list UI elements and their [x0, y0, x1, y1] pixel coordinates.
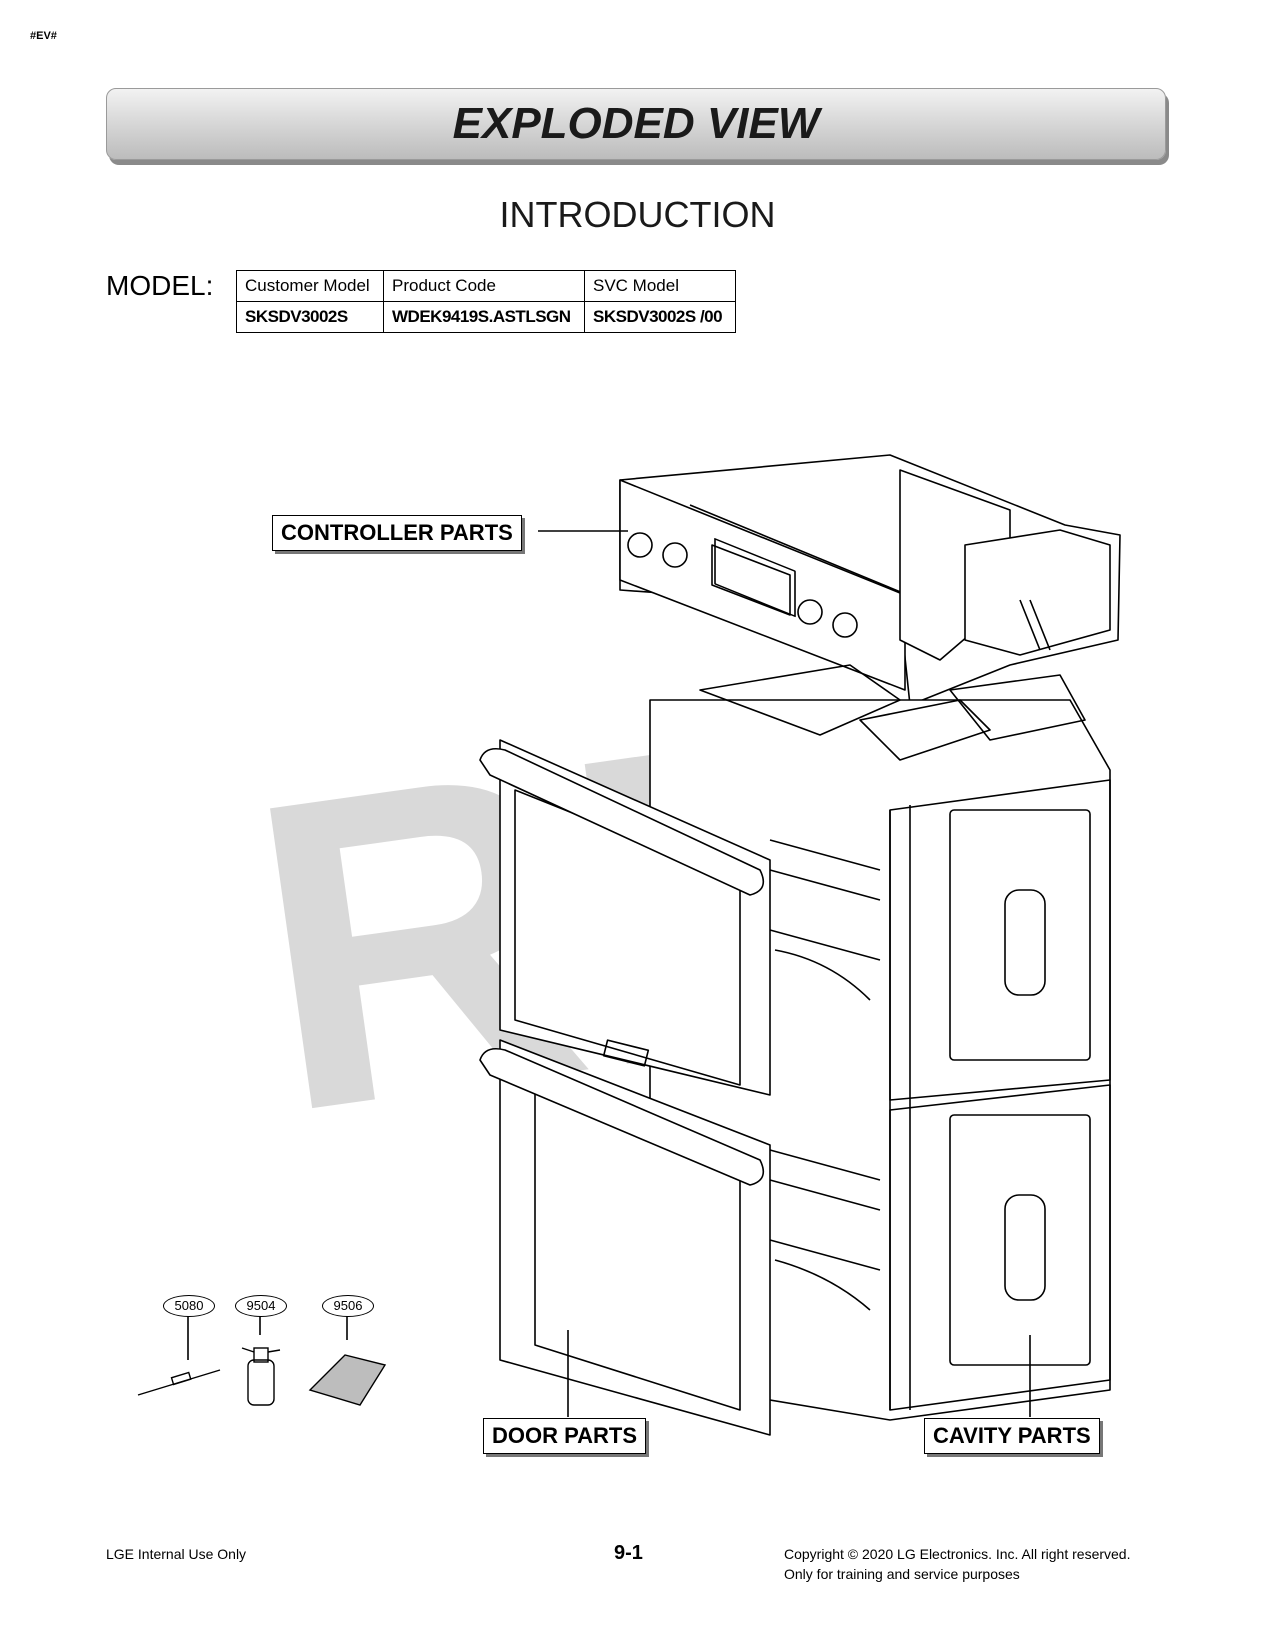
page-number: 9-1: [614, 1542, 643, 1564]
callout-cavity-parts: CAVITY PARTS: [924, 1418, 1100, 1454]
footer-copyright-line1: Copyright © 2020 LG Electronics. Inc. Al…: [784, 1546, 1131, 1562]
model-table-value-row: SKSDV3002S WDEK9419S.ASTLSGN SKSDV3002S …: [236, 301, 736, 333]
upper-door: [479, 739, 771, 1096]
spray-bottle-icon: [241, 1347, 281, 1406]
callout-controller-parts: CONTROLLER PARTS: [272, 515, 522, 551]
model-table: Customer Model Product Code SVC Model SK…: [236, 270, 736, 333]
part-number-5080: 5080: [163, 1295, 215, 1317]
part-number-9504: 9504: [235, 1295, 287, 1317]
oven-drawing: [187, 454, 1121, 1436]
accessories-drawing: [137, 1347, 387, 1406]
model-table-header-row: Customer Model Product Code SVC Model: [236, 270, 736, 302]
banner-title: EXPLODED VIEW: [452, 99, 820, 148]
footer-internal-use: LGE Internal Use Only: [106, 1546, 247, 1562]
part-number-9506: 9506: [322, 1295, 374, 1317]
value-product-code: WDEK9419S.ASTLSGN: [383, 301, 585, 333]
callout-door-parts: DOOR PARTS: [483, 1418, 647, 1454]
value-customer-model: SKSDV3002S: [236, 301, 384, 333]
section-banner: EXPLODED VIEW: [106, 88, 1166, 160]
model-label: MODEL:: [106, 270, 214, 301]
header-customer-model: Customer Model: [236, 270, 384, 302]
probe-icon: [137, 1369, 221, 1396]
footer-copyright-line2: Only for training and service purposes: [784, 1566, 1020, 1582]
value-svc-model: SKSDV3002S /00: [584, 301, 736, 333]
controller-assembly: [619, 454, 1121, 706]
header-svc-model: SVC Model: [584, 270, 736, 302]
section-title: INTRODUCTION: [499, 194, 776, 235]
doc-tag: #EV#: [30, 30, 57, 42]
cleaning-pad-icon: [308, 1354, 387, 1406]
